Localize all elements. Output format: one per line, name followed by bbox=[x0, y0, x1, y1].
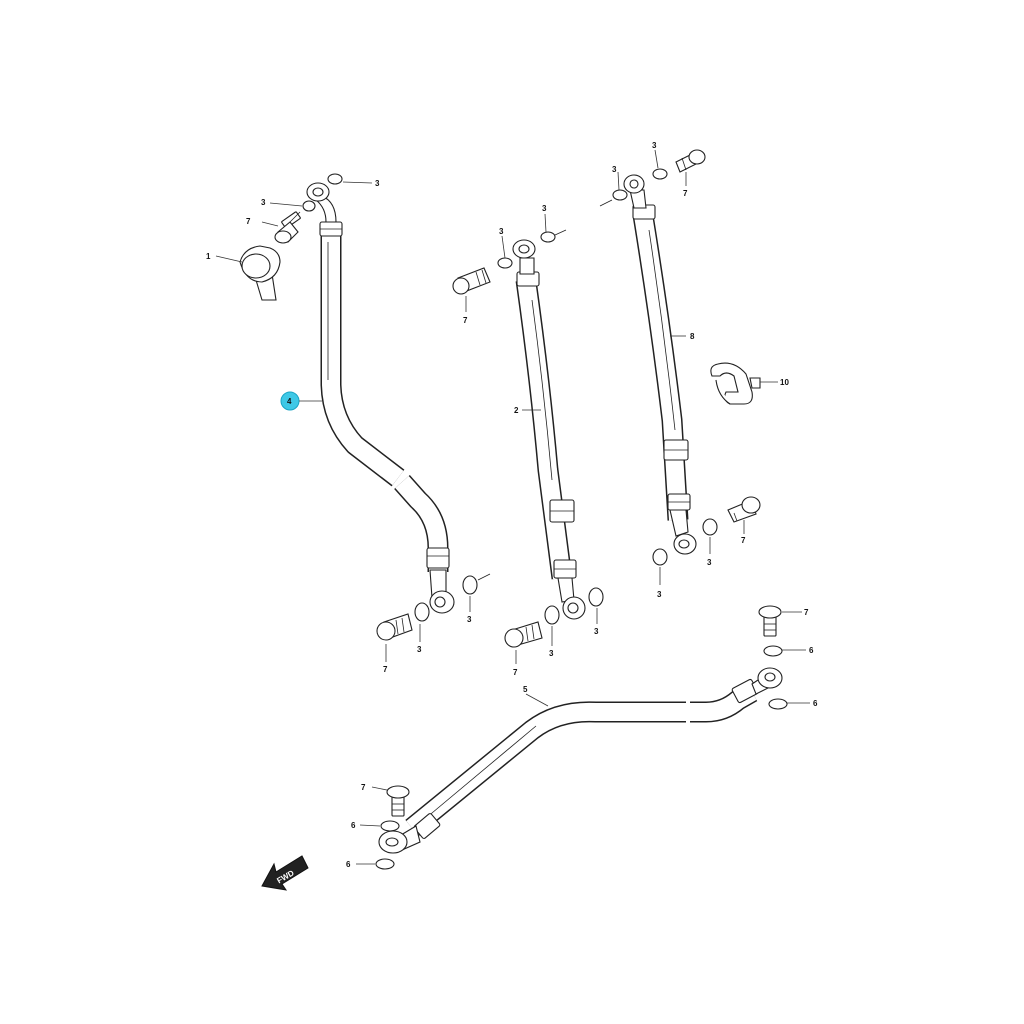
washer-3-b[interactable] bbox=[327, 173, 343, 185]
bolt-7-top-left[interactable] bbox=[274, 211, 301, 244]
washer-3-h[interactable] bbox=[588, 587, 604, 607]
label-part-2: 2 bbox=[514, 406, 519, 415]
hose-8[interactable] bbox=[623, 174, 697, 555]
label-part-3-e: 3 bbox=[499, 227, 504, 236]
washer-6-d[interactable] bbox=[375, 858, 395, 870]
washer-3-a[interactable] bbox=[302, 200, 316, 212]
washer-3-g[interactable] bbox=[544, 605, 560, 625]
label-part-3-i: 3 bbox=[612, 165, 617, 174]
label-part-8: 8 bbox=[690, 332, 695, 341]
label-part-4: 4 bbox=[287, 397, 292, 406]
bolt-7-hose5-right[interactable] bbox=[758, 605, 782, 637]
washer-3-k[interactable] bbox=[652, 548, 668, 566]
bolt-7-top-right[interactable] bbox=[675, 149, 706, 173]
label-part-3-l: 3 bbox=[707, 558, 712, 567]
label-part-7-a: 7 bbox=[246, 217, 251, 226]
label-part-1: 1 bbox=[206, 252, 211, 261]
label-part-6-a: 6 bbox=[809, 646, 814, 655]
washer-3-l[interactable] bbox=[702, 518, 718, 536]
label-part-7-d: 7 bbox=[513, 668, 518, 677]
label-part-7-h: 7 bbox=[361, 783, 366, 792]
label-part-3-f: 3 bbox=[542, 204, 547, 213]
bolt-7-bottom-left[interactable] bbox=[376, 613, 413, 641]
label-part-3-b: 3 bbox=[375, 179, 380, 188]
washer-3-e[interactable] bbox=[497, 257, 513, 269]
label-part-3-d: 3 bbox=[467, 615, 472, 624]
hose-2[interactable] bbox=[512, 239, 586, 620]
washer-6-a[interactable] bbox=[763, 645, 783, 657]
part-1-cap[interactable]: 1 bbox=[206, 245, 281, 301]
label-part-7-c: 7 bbox=[463, 316, 468, 325]
bolt-7-top-middle[interactable] bbox=[452, 267, 491, 295]
label-part-3-k: 3 bbox=[657, 590, 662, 599]
label-part-3-j: 3 bbox=[652, 141, 657, 150]
hose-5[interactable] bbox=[378, 667, 783, 854]
label-part-7-e: 7 bbox=[683, 189, 688, 198]
washer-3-d[interactable] bbox=[462, 575, 478, 595]
label-part-7-b: 7 bbox=[383, 665, 388, 674]
fwd-arrow-icon: FWD bbox=[261, 855, 309, 891]
washer-6-b[interactable] bbox=[768, 698, 788, 710]
washer-3-f[interactable] bbox=[540, 231, 556, 243]
label-part-6-d: 6 bbox=[346, 860, 351, 869]
bolt-7-hose5-left[interactable] bbox=[386, 785, 410, 817]
label-part-3-a: 3 bbox=[261, 198, 266, 207]
label-part-5: 5 bbox=[523, 685, 528, 694]
label-part-7-f: 7 bbox=[741, 536, 746, 545]
bolt-7-bottom-right[interactable] bbox=[727, 496, 761, 523]
hose-4[interactable] bbox=[306, 182, 455, 614]
label-part-10: 10 bbox=[780, 378, 789, 387]
washer-3-c[interactable] bbox=[414, 602, 430, 622]
washer-6-c[interactable] bbox=[380, 820, 400, 832]
label-part-3-c: 3 bbox=[417, 645, 422, 654]
washer-3-j[interactable] bbox=[652, 168, 668, 180]
part-10-clip[interactable] bbox=[710, 362, 761, 405]
washer-3-i[interactable] bbox=[612, 189, 628, 201]
label-part-3-h: 3 bbox=[594, 627, 599, 636]
label-part-4-highlight[interactable]: 4 bbox=[280, 391, 322, 411]
label-part-3-g: 3 bbox=[549, 649, 554, 658]
label-part-7-g: 7 bbox=[804, 608, 809, 617]
bolt-7-bottom-middle[interactable] bbox=[504, 621, 543, 648]
label-part-6-b: 6 bbox=[813, 699, 818, 708]
label-part-6-c: 6 bbox=[351, 821, 356, 830]
